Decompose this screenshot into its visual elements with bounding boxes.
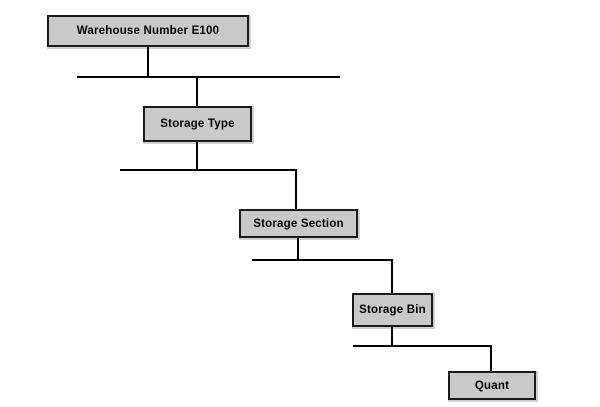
connector-storage-bin-drop xyxy=(391,327,393,347)
node-storage-type-label: Storage Type xyxy=(160,118,235,130)
connector-warehouse-drop xyxy=(147,47,149,78)
connector-storage-section-drop xyxy=(297,238,299,261)
connector-level4-crossbar xyxy=(353,345,492,347)
connector-level2-crossbar xyxy=(120,169,297,171)
node-storage-bin: Storage Bin xyxy=(352,293,433,327)
node-warehouse-number-label: Warehouse Number E100 xyxy=(76,25,220,37)
node-storage-section: Storage Section xyxy=(239,209,358,238)
connector-storage-section-rise xyxy=(295,169,297,209)
connector-storage-type-drop xyxy=(196,142,198,171)
node-warehouse-number: Warehouse Number E100 xyxy=(47,15,249,47)
node-quant-label: Quant xyxy=(474,379,510,392)
connector-quant-rise xyxy=(490,345,492,371)
node-storage-section-label: Storage Section xyxy=(253,217,344,230)
node-quant: Quant xyxy=(448,371,536,400)
node-storage-type: Storage Type xyxy=(143,106,252,142)
connector-storage-bin-rise xyxy=(391,259,393,293)
node-storage-bin-label: Storage Bin xyxy=(359,304,426,316)
connector-storage-type-rise xyxy=(196,76,198,106)
connector-level1-crossbar xyxy=(77,76,340,78)
connector-level3-crossbar xyxy=(252,259,393,261)
